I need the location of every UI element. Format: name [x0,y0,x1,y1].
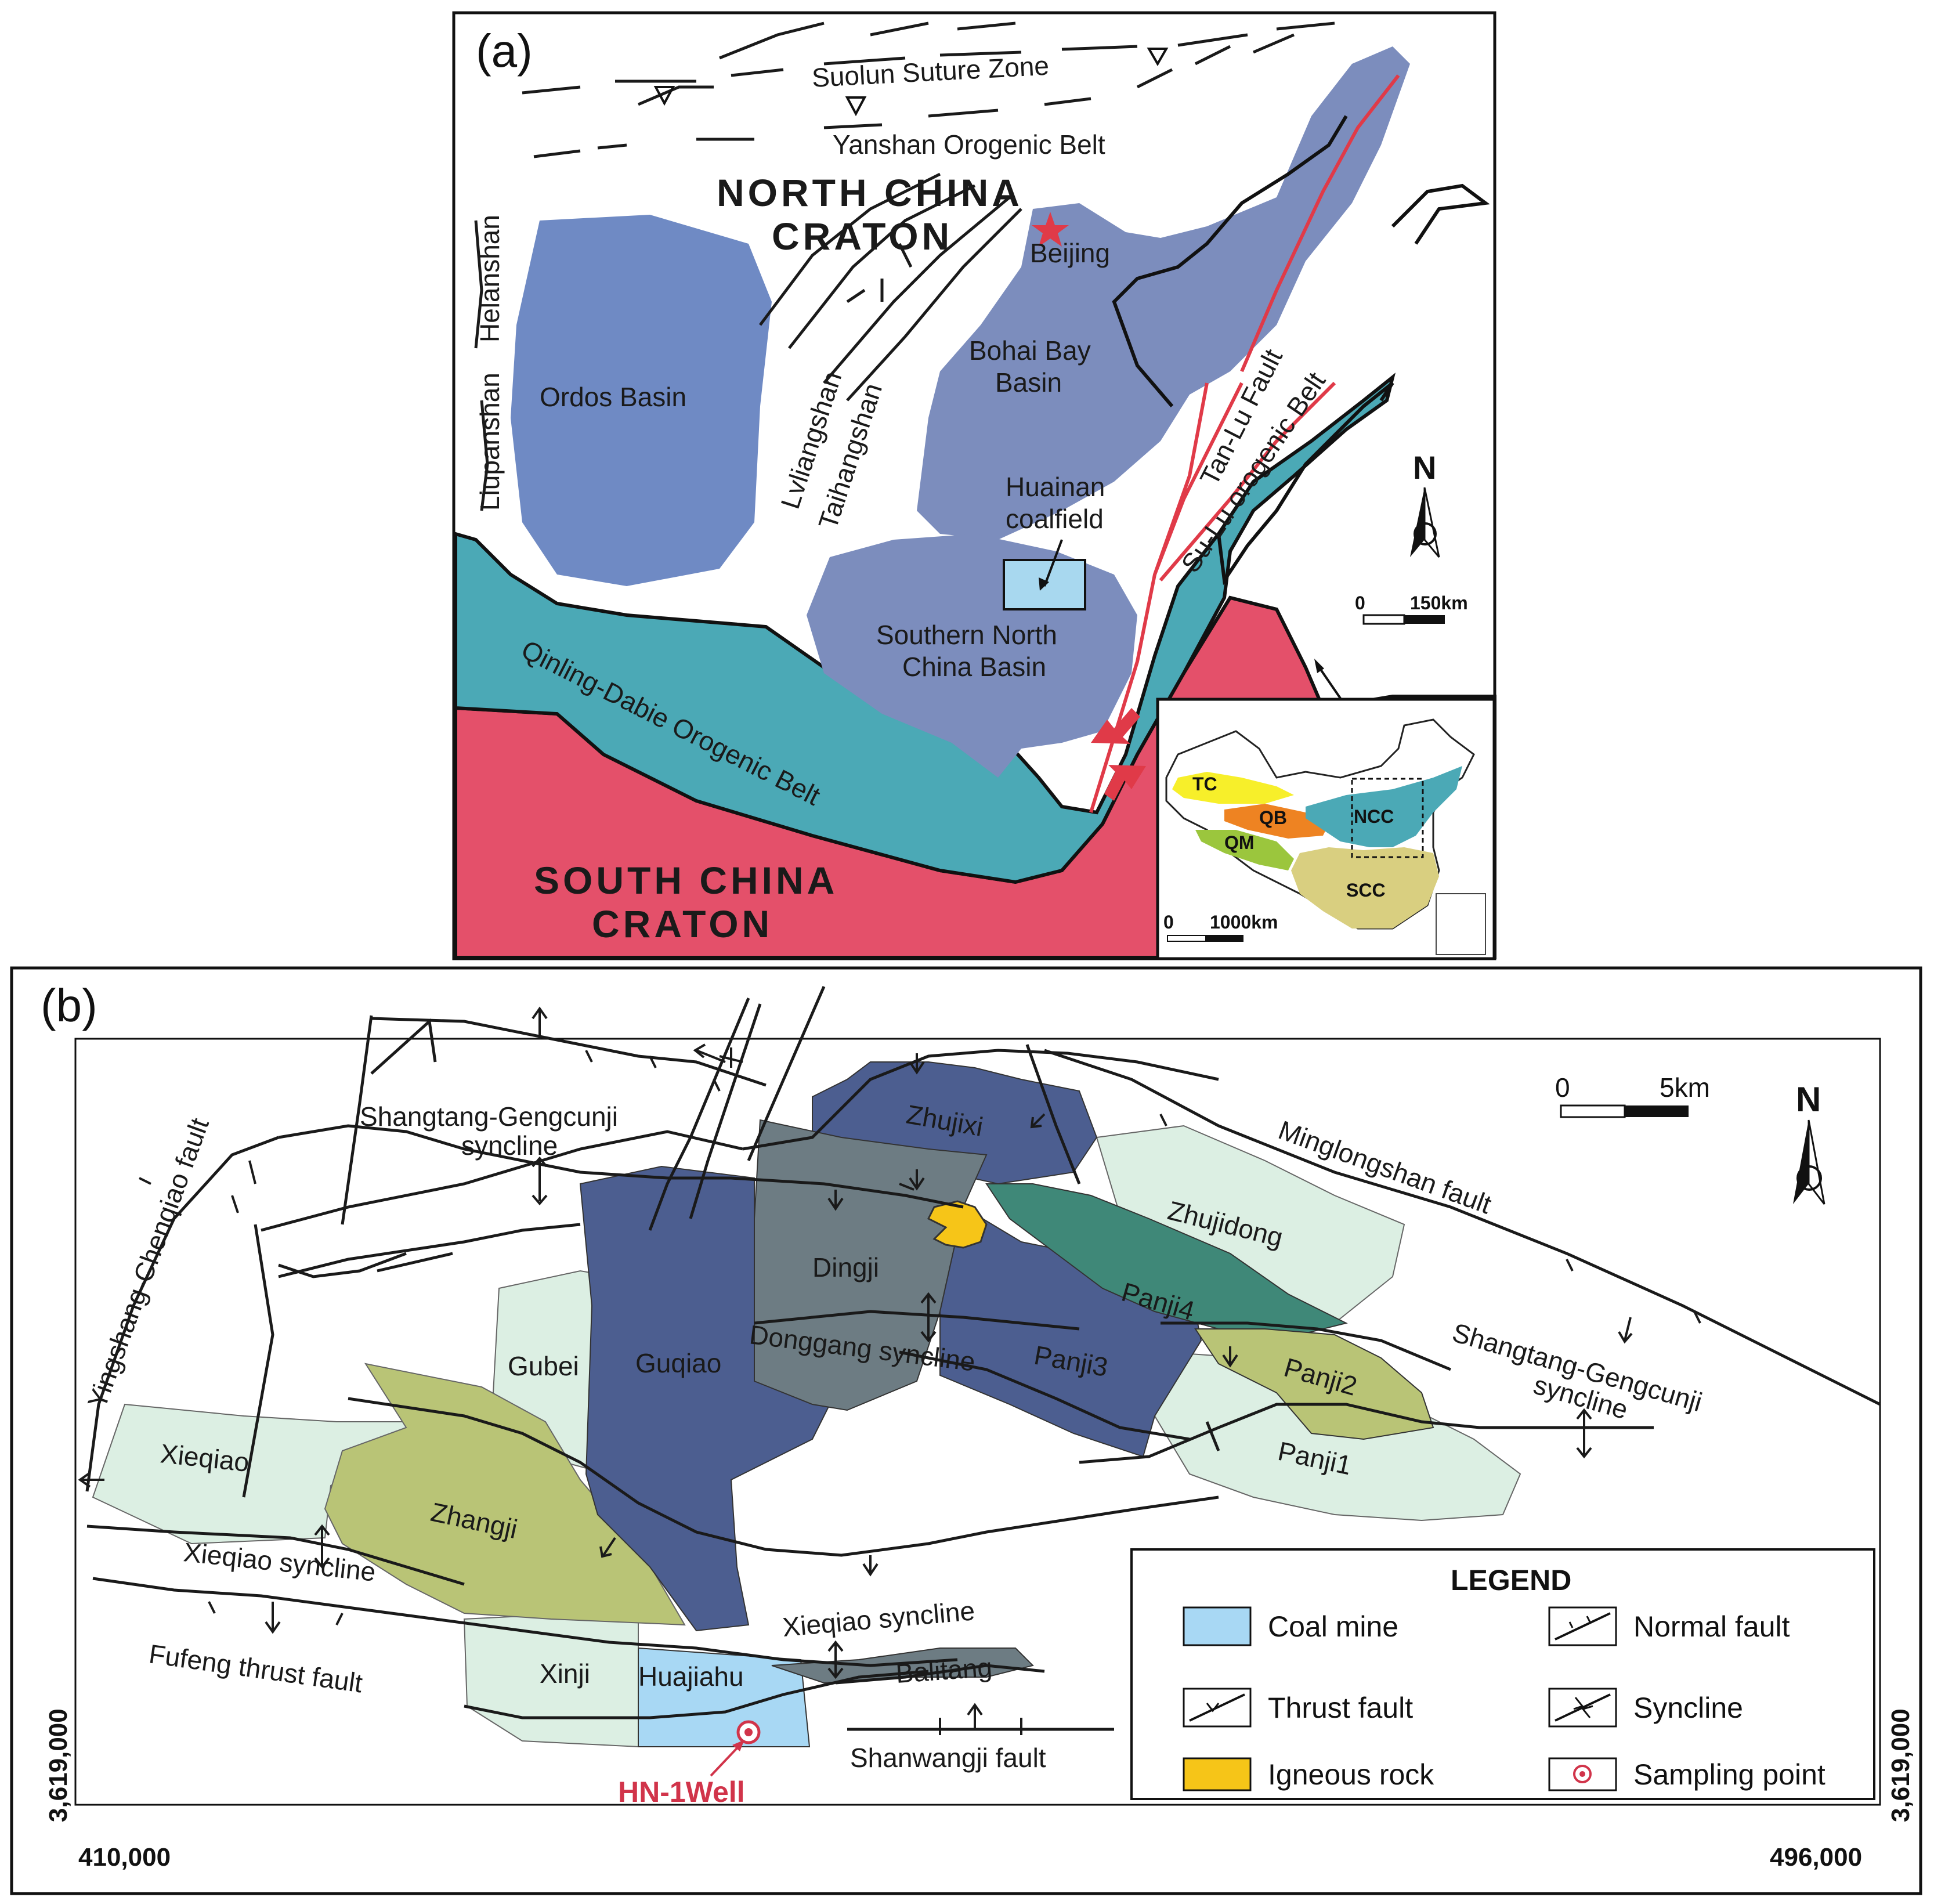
scale-b-end: 5km [1660,1072,1710,1103]
legend-syncline-icon [1548,1688,1617,1728]
mine-huajiahu-label: Huajiahu [638,1661,744,1692]
legend-normal-fault-icon [1548,1606,1617,1646]
ordos-basin-label: Ordos Basin [540,382,686,412]
inset-tc-label: TC [1192,774,1217,794]
mine-gubei-label: Gubei [508,1351,579,1381]
beijing-label: Beijing [1030,238,1110,268]
south-china-craton-label-line1: SOUTH CHINA [534,859,838,902]
hn-1-well-label: HN-1Well [618,1776,745,1808]
yanshan-orogenic-belt-label: Yanshan Orogenic Belt [833,129,1105,160]
southern-north-china-basin-label-line2: China Basin [902,652,1046,682]
panel-a-label: (a) [476,25,533,77]
legend: LEGEND Coal mine Normal fault Thrust fau… [1130,1548,1875,1800]
mine-zhangji [324,1363,686,1626]
structural-trend-lines [474,21,1335,511]
coastline [1112,115,1490,586]
tan-lu-fault-line [1089,74,1400,813]
legend-syncline-label: Syncline [1633,1692,1743,1724]
inset-scc [1291,847,1439,928]
coal-mines [92,1061,1521,1748]
red-arrow-lower [1104,765,1146,801]
legend-thrust-fault-icon [1183,1688,1252,1728]
red-arrow-upper [1091,708,1140,744]
inset-ncc-label: NCC [1354,806,1394,827]
coord-y-left: 3,619,000 [44,1708,73,1822]
legend-frame [1130,1548,1875,1800]
legend-normal-fault-label: Normal fault [1633,1610,1790,1643]
igneous-rock-body [927,1200,988,1249]
scale-b-zero: 0 [1555,1072,1570,1103]
huainan-coalfield-label-line1: Huainan [1006,472,1105,502]
legend-thrust-fault-label: Thrust fault [1268,1692,1413,1724]
bohai-bay-label-line1: Bohai Bay [969,335,1091,366]
liupanshan-label: Liupanshan [475,373,505,511]
inset-scc-label: SCC [1346,880,1386,901]
inset-qb-label: QB [1259,807,1287,828]
shangtang-syncline-top-line1: Shangtang-Gengcunji [360,1101,618,1132]
legend-igneous-rock-label: Igneous rock [1268,1758,1434,1791]
china-inset: TC QB QM NCC SCC 0 1000km [1156,698,1496,960]
helanshan-label: Helanshan [475,215,505,342]
hn-1-well-marker [710,1720,761,1777]
huainan-coalfield-label-line2: coalfield [1006,504,1104,534]
fault-symbols [78,1006,1701,1735]
structure-lines [85,986,1881,1731]
huainan-arrow [1043,539,1063,587]
legend-sampling-point-icon [1548,1757,1617,1791]
inset-scale-end: 1000km [1210,912,1278,933]
coord-x-right: 496,000 [1770,1843,1862,1872]
mine-xinji-label: Xinji [540,1659,590,1689]
inset-south-sea-box [1436,893,1486,955]
shangtang-syncline-top-line2: syncline [461,1130,558,1161]
panel-b-label: (b) [41,980,97,1031]
ordos-basin-area [511,215,772,586]
south-china-craton-label-line2: CRATON [592,902,773,945]
shanwangji-fault-label: Shanwangji fault [850,1743,1046,1773]
north-china-craton-label-line1: NORTH CHINA [717,171,1023,214]
legend-sampling-point-label: Sampling point [1633,1758,1825,1791]
north-arrow-b-letter: N [1796,1080,1821,1119]
bohai-bay-basin-area [917,46,1410,540]
scale-a-zero: 0 [1355,592,1365,613]
southern-north-china-basin-label-line1: Southern North [876,620,1057,650]
inset-qm-label: QM [1224,832,1255,853]
inset-tc [1172,772,1294,804]
legend-coal-mine-label: Coal mine [1268,1610,1398,1643]
suture-triangles [653,48,1169,117]
scale-bar-a: 0 150km [1355,592,1468,625]
panel-b: (b) Shangtang-Gengcunji syncline Yingsha… [10,966,1922,1895]
north-arrow-a-letter: N [1413,449,1436,486]
coord-y-right: 3,619,000 [1886,1708,1915,1822]
mine-balitang-label: Balitang [895,1652,993,1689]
inset-qm [1195,830,1294,870]
scale-bar-b: 0 5km [1555,1072,1710,1118]
mine-guqiao-label: Guqiao [635,1348,721,1378]
legend-coal-mine-swatch [1183,1606,1252,1646]
legend-title: LEGEND [1451,1564,1571,1596]
qinling-dabie-orogenic-belt-area [454,373,1396,884]
panel-a: (a) Suolun Suture Zone Yanshan Orogenic … [452,11,1496,960]
north-arrow-a: N [1410,449,1440,558]
coord-x-left: 410,000 [78,1843,171,1872]
north-china-craton-label-line2: CRATON [772,215,953,258]
beijing-star-icon [1032,212,1069,247]
huainan-arrowhead [1039,577,1049,591]
inset-focus-box [1351,778,1424,858]
inset-scale-zero: 0 [1163,912,1174,933]
scale-a-end: 150km [1410,592,1468,613]
inset-qb [1224,804,1329,839]
inset-ncc [1306,766,1462,847]
north-arrow-b: N [1793,1080,1825,1205]
bohai-bay-label-line2: Basin [995,367,1062,398]
mine-dingji-label: Dingji [812,1252,879,1282]
panel-b-map-frame [74,1038,1881,1806]
inset-pointer-head [1314,659,1324,673]
legend-igneous-rock-swatch [1183,1757,1252,1791]
